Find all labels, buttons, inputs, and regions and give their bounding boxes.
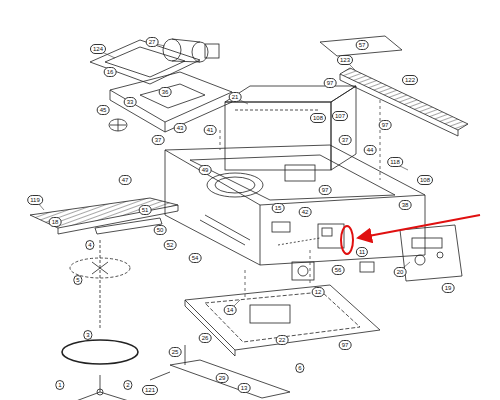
blower-motor bbox=[163, 39, 219, 62]
callout-number: 29 bbox=[216, 373, 229, 383]
fan-duct bbox=[110, 72, 232, 132]
highlight-arrow bbox=[358, 215, 480, 238]
callout-number: 6 bbox=[295, 363, 304, 373]
callout-number: 97 bbox=[324, 78, 337, 88]
callout-number: 18 bbox=[49, 217, 62, 227]
control-panel bbox=[400, 225, 462, 281]
callout-number: 41 bbox=[204, 125, 217, 135]
callout-number: 42 bbox=[299, 207, 312, 217]
callout-number: 37 bbox=[339, 135, 352, 145]
callout-number: 107 bbox=[332, 111, 348, 121]
callout-number: 36 bbox=[159, 87, 172, 97]
callout-number: 119 bbox=[27, 195, 43, 205]
callout-number: 121 bbox=[142, 385, 158, 395]
callout-number: 108 bbox=[310, 113, 326, 123]
callout-number: 47 bbox=[119, 175, 132, 185]
bottom-trim bbox=[170, 360, 290, 398]
callout-number: 44 bbox=[364, 145, 377, 155]
assembly-lines bbox=[220, 100, 380, 300]
callout-number: 97 bbox=[379, 120, 392, 130]
fan-hub bbox=[110, 119, 126, 131]
callout-number: 1 bbox=[55, 380, 64, 390]
highlight-ring bbox=[341, 226, 353, 254]
front-grille bbox=[30, 198, 178, 228]
callout-number: 123 bbox=[337, 55, 353, 65]
callout-number: 108 bbox=[417, 175, 433, 185]
callout-number: 52 bbox=[164, 240, 177, 250]
callout-number: 4 bbox=[85, 240, 94, 250]
fan-blade bbox=[109, 119, 127, 131]
callout-number: 97 bbox=[319, 185, 332, 195]
callout-number: 33 bbox=[124, 97, 137, 107]
callout-number: 50 bbox=[154, 225, 167, 235]
leader-lines bbox=[38, 44, 410, 307]
top-plate bbox=[320, 36, 402, 56]
callout-number: 118 bbox=[387, 157, 403, 167]
vent-plate bbox=[90, 40, 200, 84]
callout-number: 12 bbox=[312, 287, 325, 297]
callout-number: 20 bbox=[394, 267, 407, 277]
components bbox=[272, 222, 374, 280]
callout-number: 27 bbox=[146, 37, 159, 47]
callout-number: 5 bbox=[73, 275, 82, 285]
callout-number: 43 bbox=[174, 123, 187, 133]
callout-number: 37 bbox=[152, 135, 165, 145]
exhaust-grille bbox=[340, 68, 468, 130]
callout-number: 45 bbox=[97, 105, 110, 115]
callout-number: 3 bbox=[83, 330, 92, 340]
callout-number: 13 bbox=[238, 383, 251, 393]
callout-number: 15 bbox=[272, 203, 285, 213]
bottom-bracket bbox=[150, 345, 185, 380]
callout-number: 11 bbox=[356, 247, 368, 257]
callout-number: 49 bbox=[199, 165, 212, 175]
callout-number: 26 bbox=[199, 333, 212, 343]
grille-strip bbox=[95, 218, 162, 234]
chassis bbox=[165, 145, 425, 265]
callout-number: 97 bbox=[339, 340, 352, 350]
callout-number: 21 bbox=[229, 92, 242, 102]
callout-number: 14 bbox=[224, 305, 237, 315]
callout-number: 122 bbox=[402, 75, 418, 85]
outer-case bbox=[225, 86, 356, 170]
vent-plate-inner bbox=[105, 47, 185, 77]
callout-number: 51 bbox=[139, 205, 152, 215]
base-plate bbox=[185, 285, 380, 356]
turntable bbox=[62, 240, 138, 400]
callout-number: 22 bbox=[276, 335, 289, 345]
callout-number: 16 bbox=[104, 67, 117, 77]
callout-number: 2 bbox=[123, 380, 132, 390]
callout-number: 56 bbox=[332, 265, 345, 275]
callout-number: 57 bbox=[356, 40, 369, 50]
callout-number: 124 bbox=[90, 44, 106, 54]
callout-number: 54 bbox=[189, 253, 202, 263]
callout-number: 19 bbox=[442, 283, 455, 293]
callout-number: 38 bbox=[399, 200, 412, 210]
callout-number: 25 bbox=[169, 347, 182, 357]
